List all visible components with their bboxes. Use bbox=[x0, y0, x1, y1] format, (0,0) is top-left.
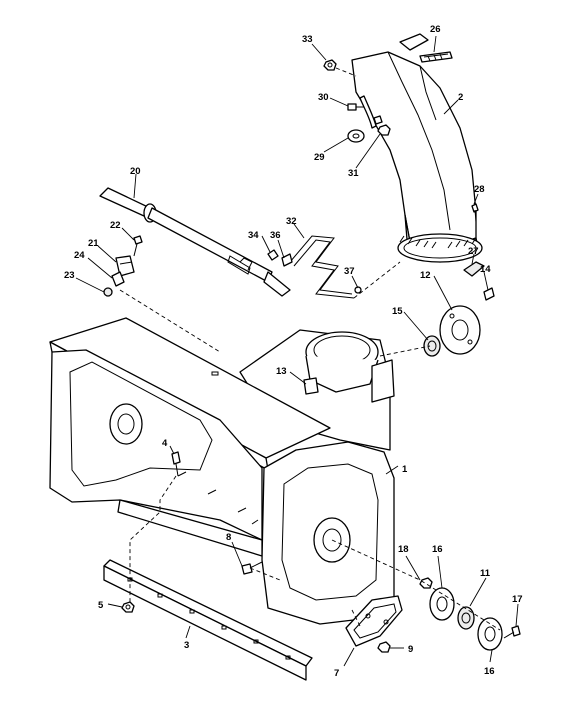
callout-7: 7 bbox=[334, 668, 339, 679]
callout-8: 8 bbox=[226, 532, 231, 543]
callout-33: 33 bbox=[302, 34, 313, 45]
housing-hardware bbox=[171, 377, 319, 477]
callout-5: 5 bbox=[98, 600, 104, 611]
chute-crank-rod bbox=[99, 187, 291, 297]
callout-20: 20 bbox=[130, 166, 141, 177]
callout-11: 11 bbox=[480, 568, 491, 579]
callout-37: 37 bbox=[344, 266, 355, 277]
bearing-flange bbox=[423, 287, 495, 357]
rod-bracket-hardware bbox=[103, 235, 143, 297]
discharge-chute bbox=[351, 33, 483, 263]
auger-housing bbox=[49, 317, 395, 625]
callout-30: 30 bbox=[318, 92, 329, 103]
callout-31: 31 bbox=[348, 168, 359, 179]
callout-28: 28 bbox=[474, 184, 485, 195]
callout-36: 36 bbox=[270, 230, 281, 241]
callout-27: 27 bbox=[468, 246, 479, 257]
callout-2: 2 bbox=[458, 92, 463, 103]
callout-26: 26 bbox=[430, 24, 441, 35]
callout-16-upper: 16 bbox=[432, 544, 443, 555]
deflector-cable-part bbox=[419, 51, 453, 63]
chute-control-rod bbox=[267, 235, 362, 299]
bearing-stack bbox=[419, 577, 521, 651]
callout-18: 18 bbox=[398, 544, 409, 555]
scraper-bar bbox=[103, 559, 313, 681]
callout-24: 24 bbox=[74, 250, 85, 261]
callout-13: 13 bbox=[276, 366, 287, 377]
scraper-hardware bbox=[121, 561, 263, 613]
callout-22: 22 bbox=[110, 220, 121, 231]
callout-23: 23 bbox=[64, 270, 75, 281]
callout-15: 15 bbox=[392, 306, 403, 317]
callout-9: 9 bbox=[408, 644, 413, 655]
callout-17: 17 bbox=[512, 594, 523, 605]
callout-16-lower: 16 bbox=[484, 666, 495, 677]
chute-hardware bbox=[323, 59, 391, 143]
assembly-guide-lines bbox=[119, 67, 501, 631]
callout-21: 21 bbox=[88, 238, 99, 249]
callout-leaders bbox=[75, 35, 519, 667]
callout-labels: 1 2 3 4 5 7 8 9 11 12 13 14 15 16 16 17 … bbox=[64, 24, 523, 679]
callout-14: 14 bbox=[480, 264, 491, 275]
chute-bolt-and-clip bbox=[463, 203, 485, 277]
callout-3: 3 bbox=[184, 640, 189, 651]
callout-4: 4 bbox=[162, 438, 168, 449]
callout-34: 34 bbox=[248, 230, 259, 241]
callout-1: 1 bbox=[402, 464, 408, 475]
callout-32: 32 bbox=[286, 216, 297, 227]
callout-29: 29 bbox=[314, 152, 325, 163]
callout-12: 12 bbox=[420, 270, 431, 281]
skid-shoe bbox=[345, 595, 403, 653]
